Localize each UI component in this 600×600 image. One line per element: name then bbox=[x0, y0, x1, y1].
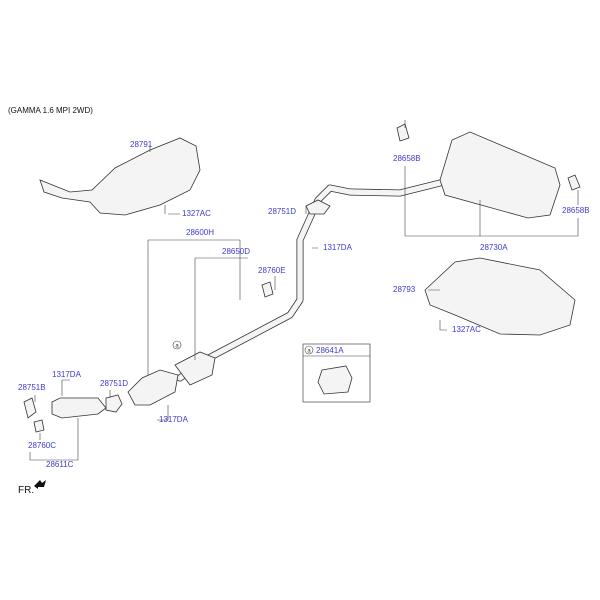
heat-protector-rear-shape bbox=[424, 257, 576, 336]
label-28760e[interactable]: 28760E bbox=[258, 266, 286, 275]
diagram-title: (GAMMA 1.6 MPI 2WD) bbox=[8, 106, 93, 115]
label-1317da-front-upper[interactable]: 1317DA bbox=[52, 370, 81, 379]
hanger-rear-right-shape bbox=[567, 174, 581, 191]
main-muffler-shape bbox=[439, 131, 561, 219]
label-1327ac-rear[interactable]: 1327AC bbox=[452, 325, 481, 334]
hanger-front-shape bbox=[33, 419, 45, 433]
callout-a-circle bbox=[172, 340, 182, 350]
label-28650d[interactable]: 28650D bbox=[222, 247, 251, 256]
hanger-center-shape bbox=[261, 281, 274, 298]
center-muffler-shape bbox=[174, 351, 216, 386]
label-28600h[interactable]: 28600H bbox=[186, 228, 215, 237]
label-28658b-left[interactable]: 28658B bbox=[393, 154, 421, 163]
label-28730a[interactable]: 28730A bbox=[480, 243, 508, 252]
label-28641a[interactable]: 28641A bbox=[316, 346, 344, 355]
label-28751d-rear[interactable]: 28751D bbox=[268, 207, 297, 216]
catalytic-converter-shape bbox=[127, 369, 179, 406]
label-28760c[interactable]: 28760C bbox=[28, 441, 57, 450]
gasket-rear-shape bbox=[305, 199, 331, 215]
callout-a-box-circle bbox=[304, 345, 314, 355]
front-pipe-shape bbox=[51, 397, 107, 419]
label-28611c[interactable]: 28611C bbox=[46, 460, 74, 469]
callout-a-text: a bbox=[175, 344, 179, 350]
front-marker: FR. bbox=[18, 485, 35, 496]
label-1317da-front-lower[interactable]: 1317DA bbox=[159, 415, 188, 424]
gasket-front-shape bbox=[23, 397, 37, 419]
front-arrow-icon bbox=[34, 480, 46, 489]
hanger-rear-left-shape bbox=[396, 123, 410, 142]
label-28751d-mid[interactable]: 28751D bbox=[100, 379, 129, 388]
clamp-shape bbox=[317, 365, 353, 395]
label-28658b-right[interactable]: 28658B bbox=[562, 206, 590, 215]
label-28751b[interactable]: 28751B bbox=[18, 383, 46, 392]
callout-a-box-text: a bbox=[307, 349, 311, 355]
gasket-mid-shape bbox=[105, 394, 123, 413]
label-1327ac-front[interactable]: 1327AC bbox=[182, 209, 211, 218]
label-28793[interactable]: 28793 bbox=[393, 285, 416, 294]
label-28791[interactable]: 28791 bbox=[130, 140, 153, 149]
heat-protector-front-shape bbox=[39, 137, 201, 216]
label-1317da-rear[interactable]: 1317DA bbox=[323, 243, 352, 252]
